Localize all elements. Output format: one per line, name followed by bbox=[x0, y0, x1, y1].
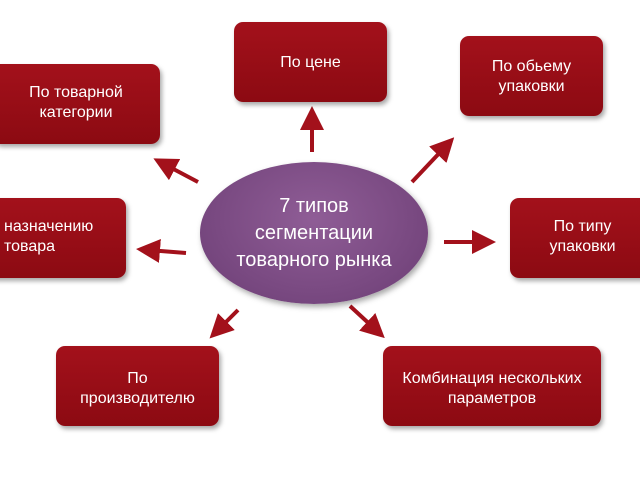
box-combo: Комбинация нескольких параметров bbox=[383, 346, 601, 426]
box-pack-type: По типу упаковки bbox=[510, 198, 640, 278]
arrow-to-volume bbox=[410, 137, 455, 184]
box-producer: По производителю bbox=[56, 346, 219, 426]
center-ellipse: 7 типов сегментации товарного рынка bbox=[200, 162, 428, 304]
arrow-to-producer bbox=[209, 308, 240, 339]
arrow-to-purpose bbox=[136, 238, 187, 263]
arrow-to-category bbox=[153, 158, 199, 184]
box-purpose: назначению товара bbox=[0, 198, 126, 278]
box-price: По цене bbox=[234, 22, 387, 102]
arrow-to-combo bbox=[348, 304, 385, 339]
box-category: По товарной категории bbox=[0, 64, 160, 144]
box-volume: По обьему упаковки bbox=[460, 36, 603, 116]
